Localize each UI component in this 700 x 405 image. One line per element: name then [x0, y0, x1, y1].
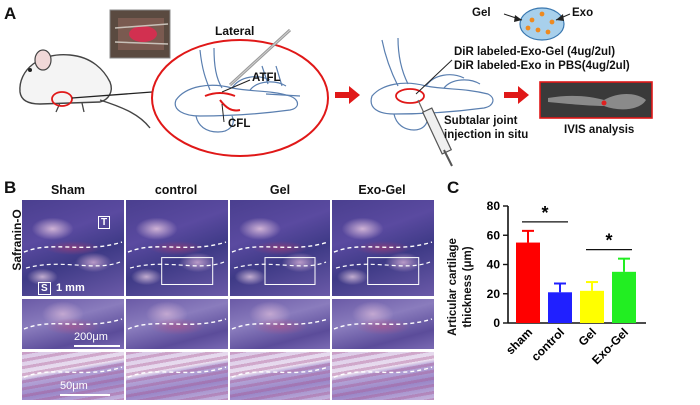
syringe-icon	[417, 99, 453, 167]
column-header-control: control	[154, 183, 198, 197]
label-injection-line2: injection in situ	[444, 129, 529, 141]
exo-gel-illustration	[503, 7, 571, 41]
ankle-zoom-ellipse	[151, 39, 329, 157]
ivis-image	[539, 81, 653, 119]
scale-label-row1: 1 mm	[56, 282, 85, 294]
histology-sham-row1	[22, 200, 124, 296]
histology-gel-row2	[230, 299, 330, 349]
panel-a-illustration	[19, 7, 653, 167]
panel-label-a: A	[4, 4, 17, 23]
histology-sham-row3	[22, 352, 124, 400]
y-tick-label: 20	[487, 287, 501, 301]
label-cfl: CFL	[228, 118, 251, 130]
marker-s: S	[38, 282, 51, 295]
panel-label-b: B	[4, 178, 17, 197]
y-tick-label: 60	[487, 228, 501, 242]
histology-exo-gel-row3	[332, 352, 434, 400]
bar-control	[548, 292, 572, 323]
scale-label-row3: 50μm	[60, 380, 88, 392]
significance-star: *	[541, 203, 548, 223]
marker-t: T	[98, 216, 111, 229]
scale-label-row2: 200μm	[74, 331, 108, 343]
ankle-bones-sketch	[174, 47, 301, 133]
y-tick-label: 80	[487, 199, 501, 213]
column-header-gel: Gel	[269, 183, 291, 197]
histology-control-row2	[126, 299, 228, 349]
label-dir-exo-gel: DiR labeled-Exo-Gel (4ug/2ul)	[454, 46, 616, 58]
mouse-illustration	[19, 49, 153, 129]
bar-exo-gel	[612, 271, 636, 323]
x-tick-label: Gel	[576, 325, 600, 349]
label-atfl: ATFL	[252, 72, 281, 84]
bar-sham	[516, 242, 540, 323]
histology-control-row3	[126, 352, 228, 400]
label-dir-exo-pbs: DiR labeled-Exo in PBS(4ug/2ul)	[454, 60, 630, 72]
x-tick-label: control	[528, 325, 567, 364]
y-tick-label: 0	[493, 316, 500, 330]
flow-arrows	[335, 86, 529, 104]
y-tick-label: 40	[487, 258, 501, 272]
scale-bar-row1	[56, 296, 102, 298]
surgery-photo	[109, 9, 171, 59]
histology-exo-gel-row1	[332, 200, 434, 296]
histology-gel-row3	[230, 352, 330, 400]
histology-control-row1	[126, 200, 228, 296]
label-exo: Exo	[572, 7, 594, 19]
ylabel-line1: Articular cartilage	[447, 238, 459, 336]
bar-gel	[580, 290, 604, 323]
foot-bones-sketch	[370, 37, 494, 131]
column-header-exo-gel: Exo-Gel	[358, 183, 406, 197]
label-lateral: Lateral	[215, 24, 255, 38]
scale-bar-row3	[60, 394, 110, 396]
histology-exo-gel-row2	[332, 299, 434, 349]
column-header-sham: Sham	[50, 183, 86, 197]
label-injection-line1: Subtalar joint	[444, 115, 518, 127]
panel-label-c: C	[447, 178, 460, 197]
significance-star: *	[605, 231, 612, 251]
label-gel: Gel	[472, 7, 491, 19]
scale-bar-row2	[74, 345, 120, 347]
histology-gel-row1	[230, 200, 330, 296]
label-ivis: IVIS analysis	[564, 124, 635, 136]
histology-sham-row2	[22, 299, 124, 349]
